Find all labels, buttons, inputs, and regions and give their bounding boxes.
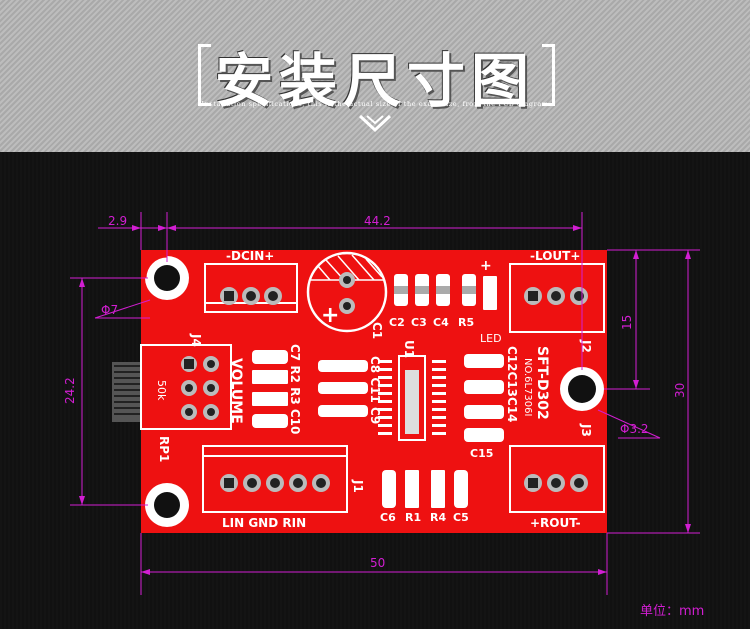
label-j3: J3 <box>579 423 593 437</box>
label-j2: J2 <box>579 339 593 353</box>
dim-top-width: 44.2 <box>364 214 391 228</box>
dim-small-hole: Φ3.2 <box>620 422 649 436</box>
dim-hole-diameter: Φ7 <box>101 303 118 317</box>
label-r5: R5 <box>458 316 474 329</box>
label-c8-c9: C8 C11 C9 <box>368 356 382 424</box>
label-rout: +ROUT- <box>530 516 581 530</box>
label-r4: R4 <box>430 511 446 524</box>
label-j1-pins: LIN GND RIN <box>222 516 306 530</box>
dim-right-partial: 15 <box>620 315 634 330</box>
label-50k: 50k <box>155 380 168 401</box>
svg-text:+: + <box>321 303 339 328</box>
smd-c2-c5-row <box>394 274 497 310</box>
chevron-down-icon <box>358 114 392 133</box>
bracket-right-decoration <box>542 44 555 106</box>
dim-left-margin: 2.9 <box>108 214 127 228</box>
label-c6: C6 <box>380 511 396 524</box>
smd-c6-r1-r4-c5 <box>382 470 468 508</box>
page-title: 安装尺寸图 <box>214 47 535 115</box>
label-rp1: RP1 <box>157 436 171 462</box>
page-subtitle: Installation specifications, this is the… <box>201 100 549 108</box>
label-c15: C15 <box>470 447 493 460</box>
label-j4: J4 <box>189 333 203 347</box>
mount-hole-bottom-left <box>145 483 189 527</box>
ic-u1 <box>378 355 446 441</box>
label-u1: U1 <box>402 340 416 358</box>
label-c4: C4 <box>433 316 449 329</box>
label-plus: + <box>480 258 492 274</box>
label-board-name: SFT-D302 <box>534 346 550 420</box>
mount-hole-right <box>560 367 604 411</box>
label-c1: C1 <box>370 322 384 339</box>
label-lout: -LOUT+ <box>530 249 580 263</box>
smd-c8-c11-c9 <box>318 360 368 417</box>
label-led: LED <box>480 332 502 345</box>
unit-label: 单位：mm <box>640 604 705 619</box>
connector-j4 <box>204 263 298 313</box>
connector-j3 <box>509 445 605 513</box>
bracket-left-decoration <box>198 44 211 106</box>
label-dcin: -DCIN+ <box>226 249 274 263</box>
label-c5: C5 <box>453 511 469 524</box>
dim-right-height: 30 <box>673 383 687 398</box>
smd-c7-r2-r3-c10 <box>252 350 288 428</box>
label-volume: VOLUME <box>228 358 244 424</box>
mount-hole-top-left <box>143 254 189 300</box>
volume-knob-shaft <box>112 362 142 422</box>
label-board-no: NO.6L7306I <box>522 358 533 416</box>
label-c7-c10: C7 R2 R3 C10 <box>288 344 302 434</box>
dim-bottom-width: 50 <box>370 556 385 570</box>
label-j1: J1 <box>351 479 365 493</box>
connector-j1 <box>202 445 348 513</box>
smd-c12-c15 <box>464 354 504 442</box>
label-c3: C3 <box>411 316 427 329</box>
capacitor-c1: + <box>306 251 388 333</box>
label-r1: R1 <box>405 511 421 524</box>
label-c12-c14: C12C13C14 <box>505 346 519 423</box>
potentiometer-rp1 <box>140 344 232 430</box>
label-c2: C2 <box>389 316 405 329</box>
connector-j2 <box>509 263 605 333</box>
dimension-lines <box>70 212 700 595</box>
dimension-arrows <box>79 225 691 575</box>
dim-left-height: 24.2 <box>63 377 77 404</box>
header-banner: 安装尺寸图 Installation specifications, this … <box>0 0 750 152</box>
